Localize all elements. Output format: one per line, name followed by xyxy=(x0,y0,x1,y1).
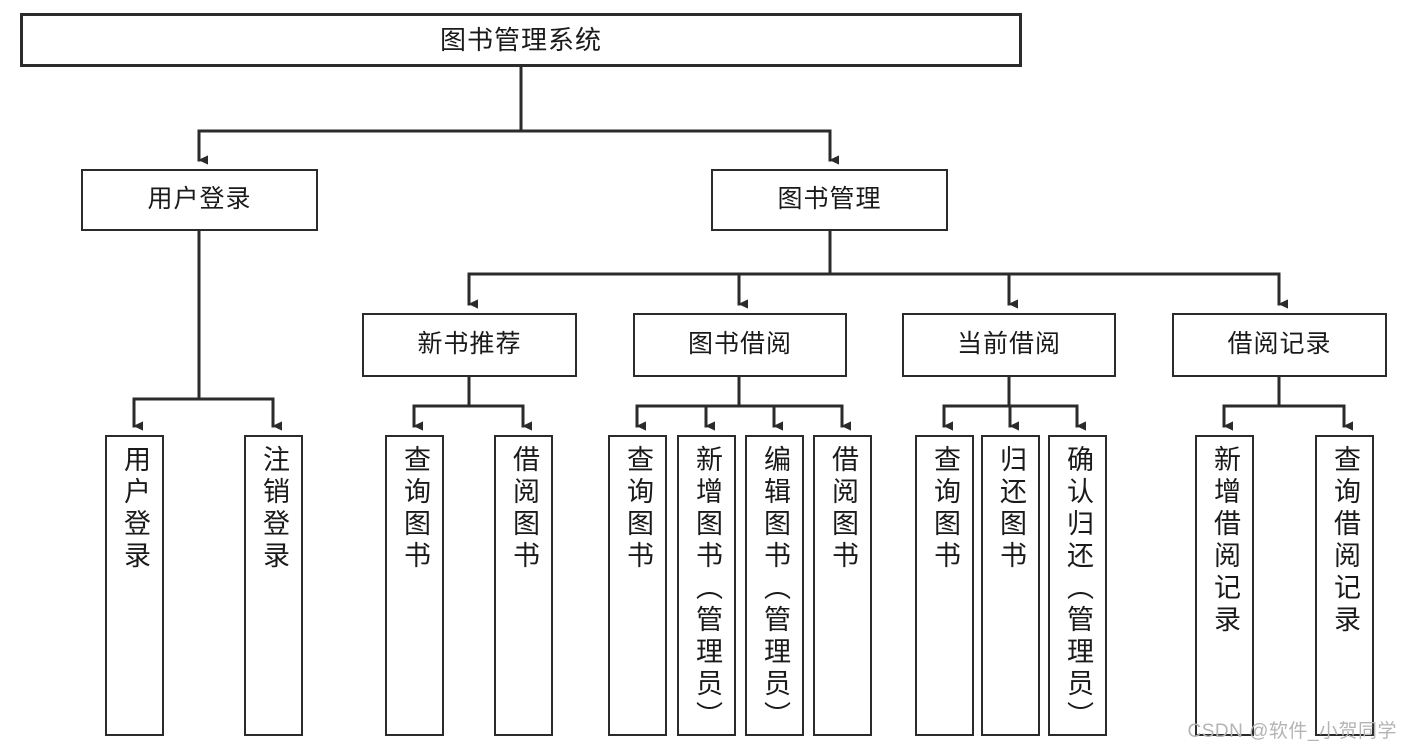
node-label: 归还图书 xyxy=(996,445,1026,573)
node-leaf-return-book[interactable]: 归还图书 xyxy=(981,435,1040,736)
node-leaf-edit-book[interactable]: 编辑图书（管理员） xyxy=(745,435,804,736)
node-current-borrow[interactable]: 当前借阅 xyxy=(902,313,1116,377)
watermark-text: CSDN @软件_小贺同学 xyxy=(1187,721,1397,742)
node-label: 图书管理系统 xyxy=(439,24,602,55)
node-label: 当前借阅 xyxy=(956,330,1061,359)
node-book-management-system[interactable]: 图书管理系统 xyxy=(20,13,1022,67)
node-label: 新增图书（管理员） xyxy=(692,445,722,733)
node-label: 借阅图书 xyxy=(828,445,858,573)
node-leaf-query-book-1[interactable]: 查询图书 xyxy=(385,435,444,736)
node-label: 查询借阅记录 xyxy=(1330,445,1360,637)
node-label: 图书管理 xyxy=(777,185,882,214)
node-leaf-query-record[interactable]: 查询借阅记录 xyxy=(1315,435,1374,736)
node-leaf-add-book[interactable]: 新增图书（管理员） xyxy=(677,435,736,736)
node-leaf-query-book-2[interactable]: 查询图书 xyxy=(608,435,667,736)
node-book-manage[interactable]: 图书管理 xyxy=(711,169,948,231)
node-label: 确认归还（管理员） xyxy=(1063,445,1093,733)
node-leaf-borrow-book-1[interactable]: 借阅图书 xyxy=(494,435,553,736)
node-label: 查询图书 xyxy=(400,445,430,573)
node-leaf-add-record[interactable]: 新增借阅记录 xyxy=(1195,435,1254,736)
node-label: 编辑图书（管理员） xyxy=(760,445,790,733)
node-leaf-borrow-book-2[interactable]: 借阅图书 xyxy=(813,435,872,736)
node-leaf-logout-login[interactable]: 注销登录 xyxy=(244,435,303,736)
node-book-borrow[interactable]: 图书借阅 xyxy=(633,313,847,377)
node-borrow-record[interactable]: 借阅记录 xyxy=(1172,313,1387,377)
node-label: 用户登录 xyxy=(120,445,150,573)
node-label: 注销登录 xyxy=(259,445,289,573)
node-label: 用户登录 xyxy=(147,185,252,214)
node-leaf-query-book-3[interactable]: 查询图书 xyxy=(915,435,974,736)
node-label: 借阅图书 xyxy=(509,445,539,573)
node-label: 查询图书 xyxy=(930,445,960,573)
node-user-login[interactable]: 用户登录 xyxy=(81,169,318,231)
node-label: 新书推荐 xyxy=(417,330,522,359)
node-leaf-user-login[interactable]: 用户登录 xyxy=(105,435,164,736)
node-label: 新增借阅记录 xyxy=(1210,445,1240,637)
node-label: 查询图书 xyxy=(623,445,653,573)
node-label: 借阅记录 xyxy=(1227,330,1332,359)
node-new-book-recommend[interactable]: 新书推荐 xyxy=(362,313,577,377)
node-leaf-confirm-return[interactable]: 确认归还（管理员） xyxy=(1048,435,1107,736)
node-label: 图书借阅 xyxy=(687,330,792,359)
